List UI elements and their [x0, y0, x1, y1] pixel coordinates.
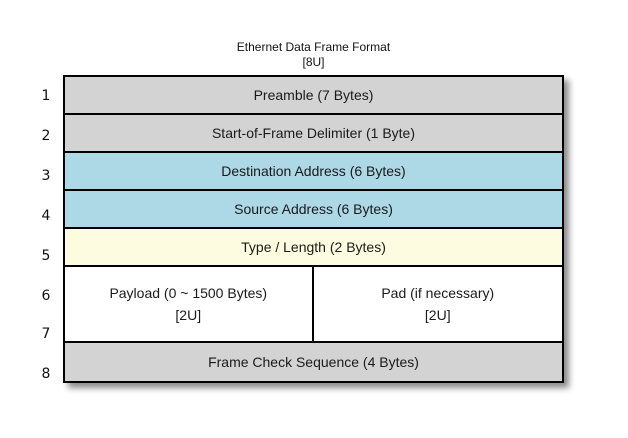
ethernet-frame-table: Preamble (7 Bytes) Start-of-Frame Delimi… — [63, 75, 564, 383]
frame-row-source-address: Source Address (6 Bytes) — [65, 191, 562, 229]
frame-row-source-address-label: Source Address (6 Bytes) — [234, 201, 393, 217]
frame-row-sfd-label: Start-of-Frame Delimiter (1 Byte) — [211, 125, 416, 141]
row-number-4: 4 — [41, 208, 51, 224]
row-number-5: 5 — [41, 248, 51, 264]
frame-row-type-length-label: Type / Length (2 Bytes) — [241, 239, 386, 255]
frame-row-type-length: Type / Length (2 Bytes) — [65, 229, 562, 267]
frame-row-preamble: Preamble (7 Bytes) — [65, 77, 562, 115]
diagram-title-line2: [8U] — [302, 55, 325, 69]
frame-cell-pad-sub: [2U] — [424, 307, 451, 323]
frame-row-fcs: Frame Check Sequence (4 Bytes) — [65, 343, 562, 381]
frame-cell-payload-sub: [2U] — [175, 307, 202, 323]
diagram-title-line1: Ethernet Data Frame Format — [236, 40, 391, 54]
frame-cell-payload: Payload (0 ~ 1500 Bytes) [2U] — [65, 267, 314, 341]
row-number-7: 7 — [41, 326, 51, 342]
frame-row-fcs-label: Frame Check Sequence (4 Bytes) — [208, 354, 419, 370]
row-number-2: 2 — [41, 128, 51, 144]
row-number-1: 1 — [41, 88, 51, 104]
frame-row-preamble-label: Preamble (7 Bytes) — [253, 87, 374, 103]
frame-row-sfd: Start-of-Frame Delimiter (1 Byte) — [65, 115, 562, 153]
frame-cell-pad-label: Pad (if necessary) — [381, 285, 495, 301]
frame-row-payload-pad: Payload (0 ~ 1500 Bytes) [2U] Pad (if ne… — [65, 267, 562, 343]
row-number-8: 8 — [41, 366, 51, 382]
row-number-3: 3 — [41, 168, 51, 184]
frame-row-destination-address: Destination Address (6 Bytes) — [65, 153, 562, 191]
frame-row-destination-address-label: Destination Address (6 Bytes) — [221, 163, 406, 179]
frame-cell-pad: Pad (if necessary) [2U] — [314, 267, 563, 341]
diagram-title: Ethernet Data Frame Format [8U] — [63, 40, 564, 70]
row-number-6: 6 — [41, 288, 51, 304]
frame-cell-payload-label: Payload (0 ~ 1500 Bytes) — [109, 285, 268, 301]
